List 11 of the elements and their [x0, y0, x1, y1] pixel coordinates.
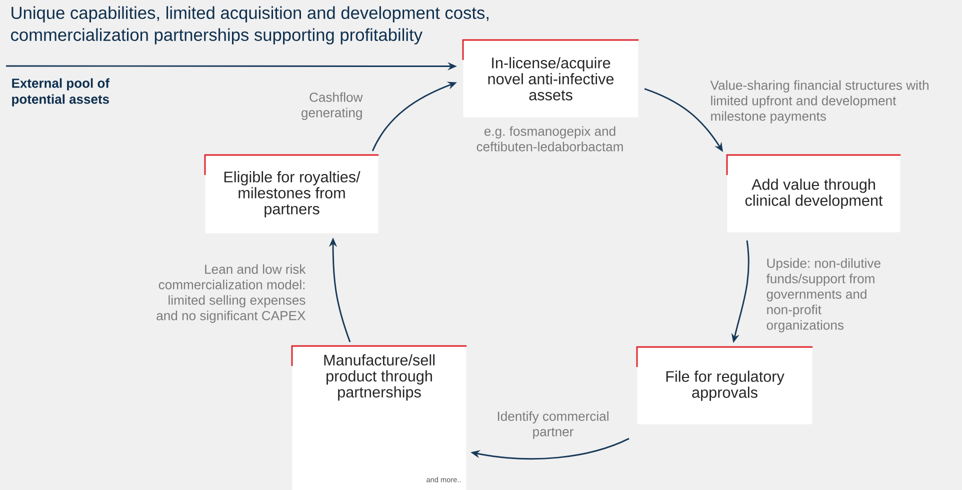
edge-label: Cashflow generating: [302, 92, 363, 120]
process-box: File for regulatory approvals: [636, 346, 813, 424]
text-label: External pool of potential assets: [12, 78, 110, 106]
edge-label: Lean and low risk commercialization model: limited selling expenses and no significant CAPEX: [156, 264, 306, 323]
process-box: Eligible for royalties/ milestones from partners: [204, 154, 379, 234]
example-note: e.g. fosmanogepix and ceftibuten-ledaborbactam: [476, 126, 623, 152]
edge-label: Upside: non-dilutive funds/support from governments and non-profit organizations: [766, 258, 880, 332]
process-box: Add value through clinical development: [726, 154, 901, 232]
edge-label: Value-sharing financial structures with limited upfront and development milestone payments: [710, 80, 928, 124]
process-box: In-license/acquire novel anti-infective assets: [462, 39, 639, 118]
edge-label: Identify commercial partner: [498, 411, 608, 439]
